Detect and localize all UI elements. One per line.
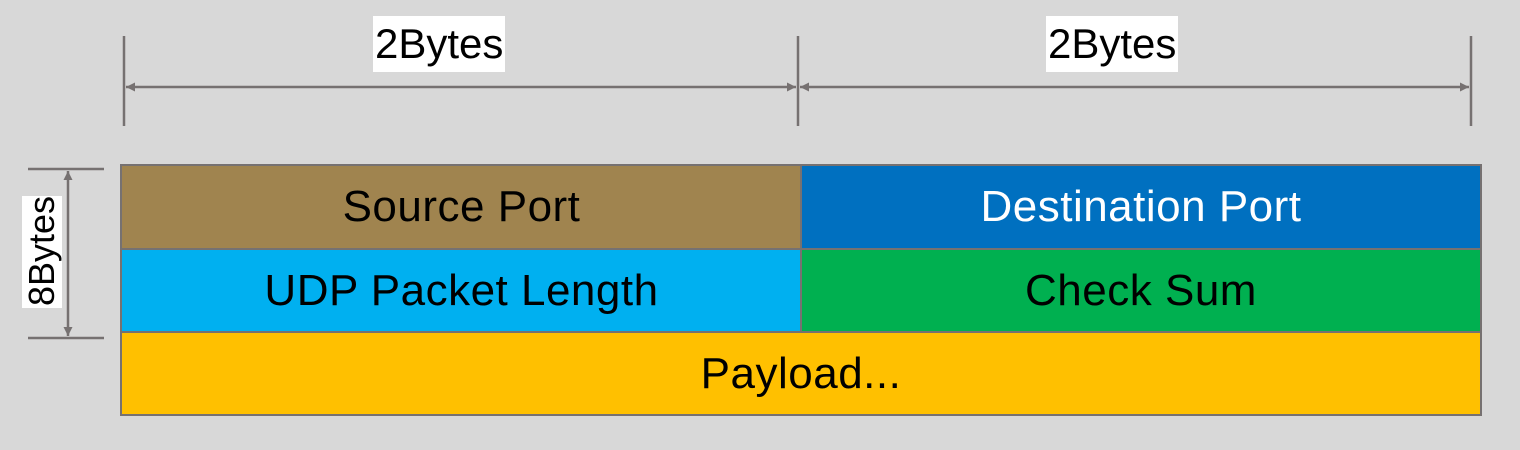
field-payload-label: Payload...: [700, 348, 902, 398]
field-destination-port: Destination Port: [800, 164, 1482, 250]
field-payload: Payload...: [120, 331, 1482, 416]
field-source-port-label: Source Port: [342, 182, 581, 231]
field-udp-packet-length-label: UDP Packet Length: [264, 266, 659, 315]
field-check-sum-label: Check Sum: [1025, 266, 1257, 315]
field-source-port: Source Port: [120, 164, 803, 250]
field-check-sum: Check Sum: [800, 248, 1482, 334]
dimension-label-vertical: 8Bytes: [21, 195, 62, 308]
dimension-label-left: 2Bytes: [373, 16, 506, 72]
field-destination-port-label: Destination Port: [980, 182, 1302, 231]
dimension-label-right: 2Bytes: [1046, 16, 1179, 72]
field-udp-packet-length: UDP Packet Length: [120, 248, 803, 334]
